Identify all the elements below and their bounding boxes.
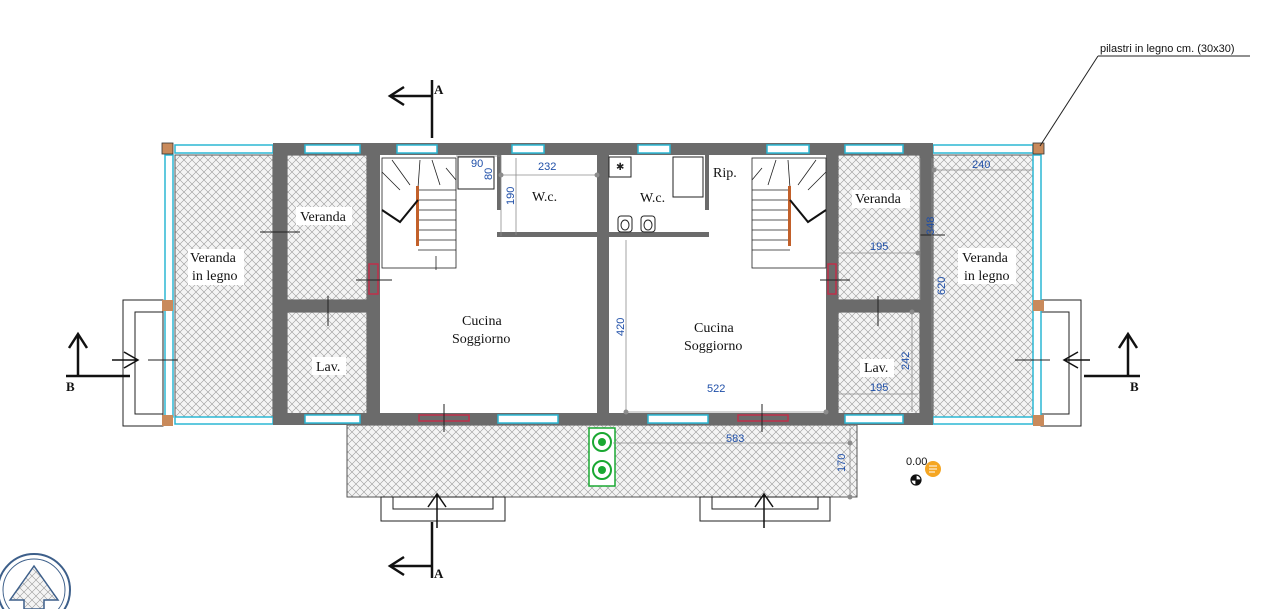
walls [273,143,933,425]
toilet-icon [640,215,656,233]
elevation-marker-icon [910,474,922,486]
section-b-left: B [66,331,130,394]
label-veranda-right: Veranda [855,192,902,207]
dim-240: 240 [972,159,990,171]
label-cucina-right-1: Cucina [694,321,734,336]
shower-tray [672,156,704,198]
svg-text:A: A [434,82,444,97]
label-veranda-legno-left-2: in legno [192,269,238,284]
pillar [1033,415,1044,426]
label-wc-right: W.c. [640,191,665,206]
label-cucina-right-2: Soggiorno [684,339,742,354]
svg-text:✱: ✱ [616,162,624,173]
comment-marker-icon[interactable] [925,461,941,477]
pillar-note: pilastri in legno cm. (30x30) [1100,43,1235,55]
dim-195a: 195 [870,241,888,253]
veranda-left-area [286,154,368,301]
svg-text:B: B [66,379,75,394]
dim-620: 620 [936,277,948,295]
dim-348: 348 [925,217,937,235]
label-rip: Rip. [713,166,737,181]
veranda-legno-left-area [174,154,274,418]
veranda-legno-right-area [932,154,1034,418]
label-cucina-left-1: Cucina [462,314,502,329]
north-arrow-icon [0,553,71,609]
label-veranda-left: Veranda [300,210,347,225]
dim-232: 232 [538,161,556,173]
front-steps-left [380,496,506,522]
label-lav-right: Lav. [864,361,888,376]
svg-text:A: A [434,566,444,581]
sink-left [457,156,495,190]
dim-583: 583 [726,433,744,445]
label-cucina-left-2: Soggiorno [452,332,510,347]
side-steps-left [122,299,164,427]
label-veranda-legno-left-1: Veranda [190,251,237,266]
section-b-right: B [1084,331,1140,394]
side-steps-right [1040,299,1082,427]
dim-420: 420 [615,318,627,336]
shower-icon: ✱ [608,156,632,178]
svg-text:B: B [1130,379,1139,394]
pillar [1032,142,1045,155]
pillar [162,300,173,311]
dim-170: 170 [836,454,848,472]
dim-522: 522 [707,383,725,395]
label-veranda-legno-right-2: in legno [964,269,1010,284]
label-veranda-legno-right-1: Veranda [962,251,1009,266]
pillar [161,142,174,155]
dim-90: 90 [471,158,483,170]
dimension-lines [456,155,1033,500]
dim-190: 190 [505,187,517,205]
toilet-icon [617,215,633,233]
label-wc-left: W.c. [532,190,557,205]
stair-left [381,157,457,270]
entry-arrow-icon [112,351,1090,528]
section-a-top: A [387,80,444,138]
stair-right [751,157,827,269]
front-steps-right [699,496,831,522]
elevation-label: 0.00 [906,456,927,468]
pillar [162,415,173,426]
plant-icon [588,427,616,487]
dim-195b: 195 [870,382,888,394]
dim-80: 80 [483,168,495,180]
veranda-right-area [837,154,921,301]
label-lav-left: Lav. [316,360,340,375]
pillar [1033,300,1044,311]
section-a-bottom: A [387,522,444,581]
dim-242: 242 [900,352,912,370]
